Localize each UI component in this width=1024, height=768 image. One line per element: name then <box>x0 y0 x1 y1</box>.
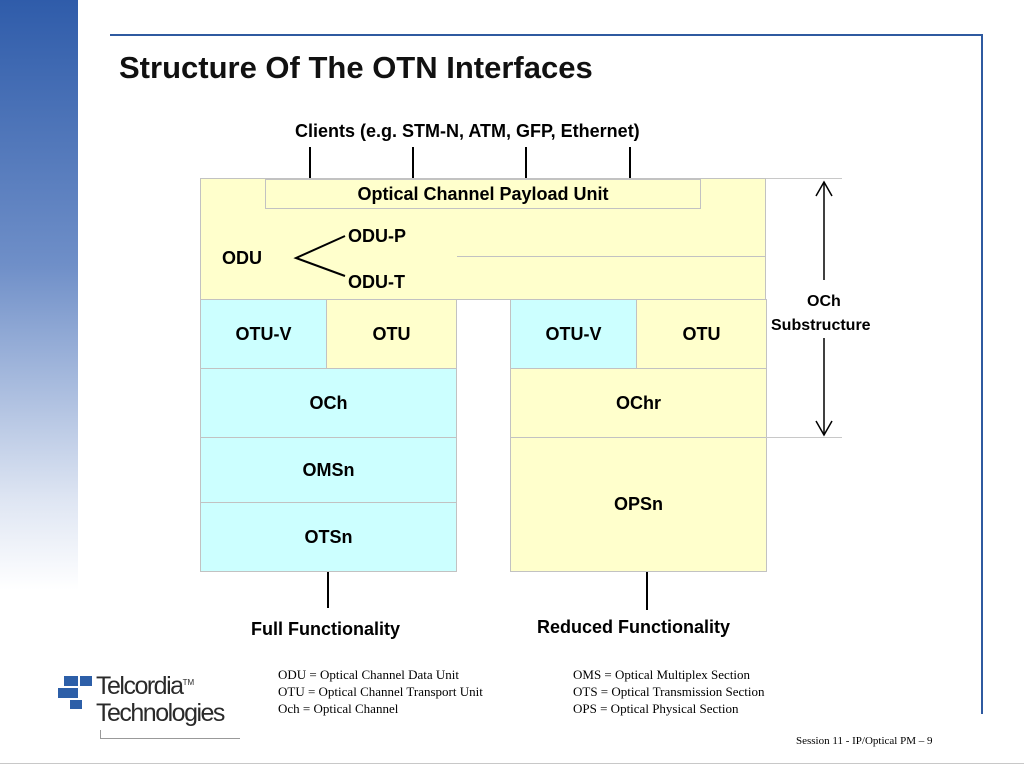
definition-ops: OPS = Optical Physical Section <box>573 701 739 716</box>
telcordia-logo: TelcordiaTM Technologies <box>56 672 246 742</box>
odu-label: ODU <box>222 248 262 268</box>
opsn-label: OPSn <box>613 494 663 514</box>
frame-top-rule <box>110 34 982 36</box>
och-label: OCh <box>309 392 348 413</box>
left-otu-box: OTU <box>326 299 457 369</box>
client-line-2 <box>412 147 414 178</box>
substructure-label-line1: OCh <box>807 293 841 310</box>
frame-right-rule <box>981 34 983 714</box>
substructure-bottom-guide <box>766 437 842 438</box>
clients-label: Clients (e.g. STM-N, ATM, GFP, Ethernet) <box>295 121 640 141</box>
opu-box: Optical Channel Payload Unit <box>265 179 701 209</box>
left-otu-v-box: OTU-V <box>200 299 327 369</box>
definitions-left: ODU = Optical Channel Data Unit OTU = Op… <box>278 666 483 717</box>
otsn-box: OTSn <box>200 502 457 572</box>
right-otu-label: OTU <box>682 323 721 344</box>
otsn-label: OTSn <box>304 526 353 547</box>
opu-label: Optical Channel Payload Unit <box>357 183 609 204</box>
ochr-label: OChr <box>616 392 661 413</box>
left-gradient-band <box>0 0 78 590</box>
right-bottom-line <box>646 572 648 610</box>
right-otu-box: OTU <box>636 299 767 369</box>
ochr-box: OChr <box>510 368 767 438</box>
client-line-4 <box>629 147 631 178</box>
right-otu-v-box: OTU-V <box>510 299 637 369</box>
left-otu-v-label: OTU-V <box>235 323 292 344</box>
logo-rule <box>100 738 240 739</box>
omsn-label: OMSn <box>302 459 355 480</box>
omsn-box: OMSn <box>200 437 457 503</box>
logo-rule-tick <box>100 730 101 738</box>
full-functionality-caption: Full Functionality <box>251 619 400 639</box>
definition-oms: OMS = Optical Multiplex Section <box>573 667 751 682</box>
odu-p-label: ODU-P <box>348 226 406 246</box>
definition-otu: OTU = Optical Channel Transport Unit <box>278 684 483 699</box>
definitions-right: OMS = Optical Multiplex Section OTS = Op… <box>573 666 765 717</box>
opsn-box: OPSn <box>510 437 767 572</box>
client-line-1 <box>309 147 311 178</box>
definition-ots: OTS = Optical Transmission Section <box>573 684 765 699</box>
definition-odu: ODU = Optical Channel Data Unit <box>278 667 459 682</box>
logo-line2: Technologies <box>96 699 225 727</box>
definition-och: Och = Optical Channel <box>278 701 399 716</box>
substructure-top-guide <box>766 178 842 179</box>
logo-line1: TelcordiaTM <box>96 672 195 700</box>
och-box: OCh <box>200 368 457 438</box>
substructure-arrow <box>815 180 833 437</box>
slide-footer: Session 11 - IP/Optical PM – 9 <box>796 735 933 747</box>
substructure-label-line2: Substructure <box>771 317 871 334</box>
left-bottom-line <box>327 572 329 608</box>
odu-p-t-divider <box>457 256 766 257</box>
client-line-3 <box>525 147 527 178</box>
left-otu-label: OTU <box>372 323 411 344</box>
bottom-rule <box>0 763 1024 764</box>
odu-t-label: ODU-T <box>348 272 405 292</box>
odu-branch-bracket <box>293 235 346 277</box>
reduced-functionality-caption: Reduced Functionality <box>537 617 731 637</box>
slide-title: Structure Of The OTN Interfaces <box>119 50 593 85</box>
telcordia-mark-icon <box>58 676 92 709</box>
right-otu-v-label: OTU-V <box>545 323 602 344</box>
